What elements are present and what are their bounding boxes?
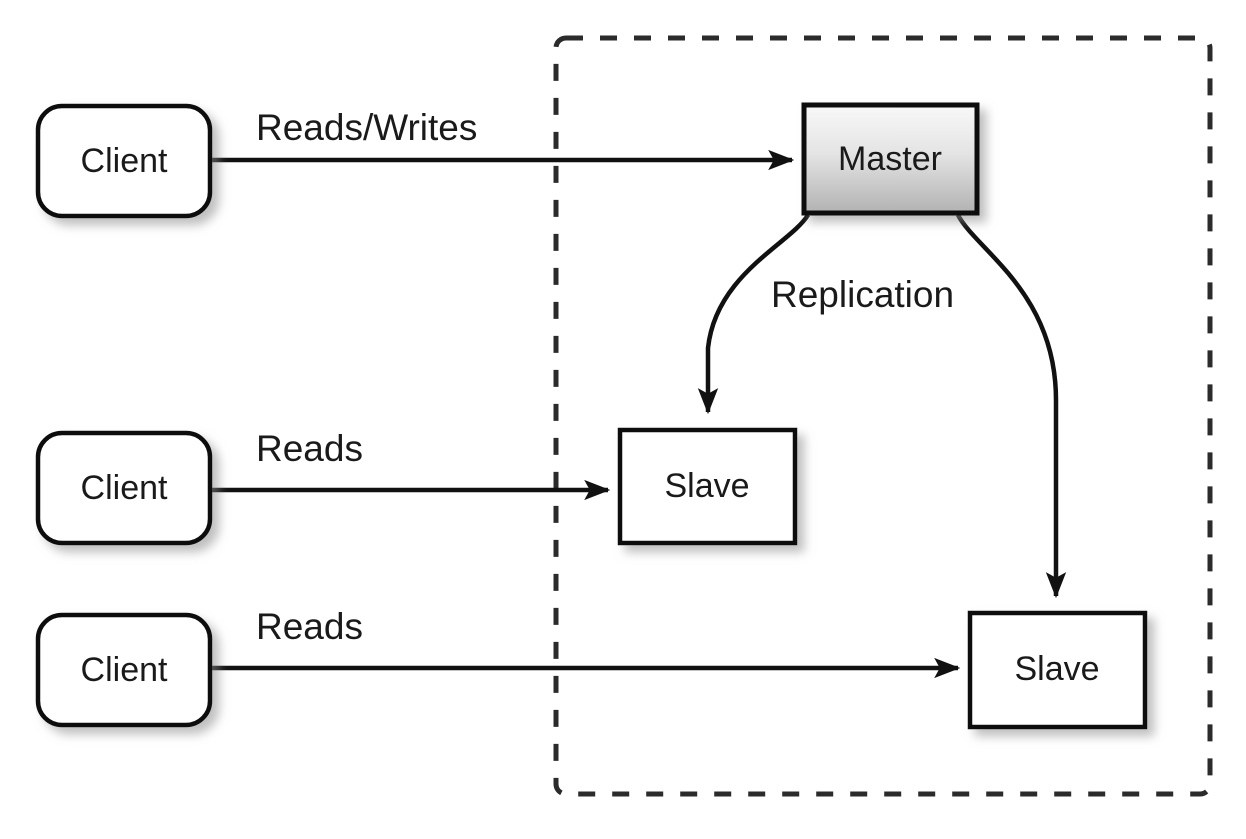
edge-master-slave1: [697, 213, 810, 415]
edge-label-reads-slave-1: Reads: [256, 428, 363, 469]
node-client-1[interactable]: Client: [35, 103, 213, 219]
node-client-2[interactable]: Client: [35, 430, 213, 546]
database-cluster-boundary: [553, 35, 1213, 797]
edge-master-slave2: [956, 213, 1067, 599]
node-client-3-label: Client: [81, 651, 168, 689]
node-client-2-label: Client: [81, 469, 168, 507]
edge-label-reads-slave-2: Reads: [256, 606, 363, 647]
node-master-label: Master: [838, 140, 942, 178]
node-client-1-label: Client: [81, 142, 168, 180]
node-master[interactable]: Master: [801, 102, 980, 216]
node-slave-1-label: Slave: [664, 467, 749, 505]
node-slave-2[interactable]: Slave: [967, 610, 1148, 730]
node-slave-2-label: Slave: [1014, 650, 1099, 688]
node-client-3[interactable]: Client: [35, 612, 213, 728]
edge-label-replication: Replication: [771, 274, 954, 315]
node-slave-1[interactable]: Slave: [617, 427, 798, 546]
edge-label-reads-writes: Reads/Writes: [256, 107, 477, 148]
